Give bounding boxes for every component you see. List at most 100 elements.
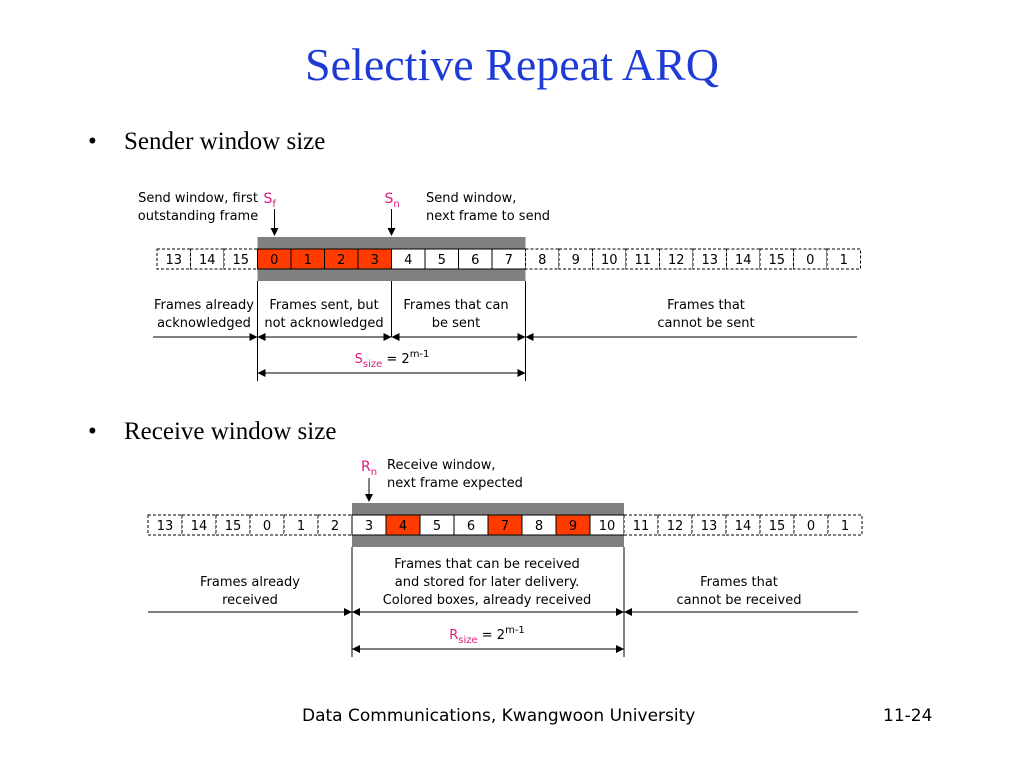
- sender-region-arrow-left-head: [391, 333, 400, 341]
- slide-title: Selective Repeat ARQ: [305, 39, 719, 90]
- receiver-frame-number: 2: [331, 519, 339, 534]
- sender-frame-number: 14: [199, 253, 216, 268]
- receiver-region-label: Frames that: [700, 575, 778, 590]
- sender-frame-number: 15: [232, 253, 249, 268]
- sender-frame-box: [525, 248, 560, 270]
- receiver-frame-number: 3: [365, 519, 373, 534]
- sender-frame-number: 9: [572, 253, 580, 268]
- receiver-region-arrow-left-head: [624, 608, 632, 616]
- sender-region-arrow-right-head: [249, 333, 258, 341]
- sender-region-label: acknowledged: [157, 316, 251, 331]
- sender-region-arrow-left-head: [525, 333, 534, 341]
- sn-description: Send window,: [426, 191, 516, 206]
- receiver-size-formula: Rsize = 2m-1: [449, 625, 525, 646]
- sender-frame-box: [826, 248, 861, 270]
- sender-frame-number: 6: [471, 253, 479, 268]
- sender-frame-number: 2: [337, 253, 345, 268]
- receiver-frame-number: 4: [399, 519, 407, 534]
- sender-frame-number: 0: [806, 253, 814, 268]
- receiver-frame-number: 13: [701, 519, 718, 534]
- receiver-frame-box: [317, 514, 353, 536]
- bullet-dot: •: [88, 418, 97, 445]
- receiver-frame-number: 1: [297, 519, 305, 534]
- sender-frame-box: [190, 248, 225, 270]
- sender-frame-number: 12: [668, 253, 685, 268]
- sender-region-label: Frames already: [154, 298, 254, 313]
- sender-frame-number: 10: [601, 253, 618, 268]
- receiver-frame-number: 7: [501, 519, 509, 534]
- receiver-region-label: cannot be received: [677, 593, 802, 608]
- sender-region-label: cannot be sent: [657, 316, 754, 331]
- sender-region-label: Frames sent, but: [269, 298, 378, 313]
- sender-region-label: not acknowledged: [264, 316, 383, 331]
- receiver-frame-number: 1: [841, 519, 849, 534]
- receiver-region-label: Frames that can be received: [394, 557, 580, 572]
- sender-size-formula: Ssize = 2m-1: [355, 349, 430, 370]
- sender-frame-number: 11: [634, 253, 651, 268]
- bullet-dot: •: [88, 128, 97, 155]
- footer-page-number: 11-24: [883, 706, 933, 726]
- sender-region-arrow-right-head: [383, 333, 392, 341]
- receiver-region-label: Colored boxes, already received: [383, 593, 592, 608]
- receiver-frame-box: [181, 514, 217, 536]
- sender-frame-number: 0: [270, 253, 278, 268]
- receiver-frame-box: [147, 514, 183, 536]
- receiver-frame-box: [215, 514, 251, 536]
- receiver-frame-box: [249, 514, 285, 536]
- receiver-frame-number: 12: [667, 519, 684, 534]
- sender-region-label: Frames that can: [403, 298, 508, 313]
- receiver-frame-number: 15: [769, 519, 786, 534]
- sender-frame-number: 7: [505, 253, 513, 268]
- sender-size-arrow-left-head: [257, 369, 266, 377]
- receiver-frame-box: [793, 514, 829, 536]
- receiver-frame-number: 14: [735, 519, 752, 534]
- sender-frame-box: [592, 248, 627, 270]
- sender-frame-number: 5: [438, 253, 446, 268]
- sender-region-arrow-left-head: [257, 333, 266, 341]
- sender-frame-number: 15: [768, 253, 785, 268]
- footer-text: Data Communications, Kwangwoon Universit…: [302, 706, 696, 726]
- receiver-region-label: and stored for later delivery.: [395, 575, 580, 590]
- sender-frame-box: [726, 248, 761, 270]
- receiver-frame-number: 13: [157, 519, 174, 534]
- sender-frame-box: [156, 248, 191, 270]
- sender-region-label: Frames that: [667, 298, 745, 313]
- sender-frame-box: [692, 248, 727, 270]
- sender-size-arrow-right-head: [517, 369, 526, 377]
- receiver-frame-box: [657, 514, 693, 536]
- receiver-region-arrow-right-head: [616, 608, 624, 616]
- receiver-frame-number: 14: [191, 519, 208, 534]
- sender-frame-box: [759, 248, 794, 270]
- receiver-frame-number: 8: [535, 519, 543, 534]
- receiver-size-arrow-left-head: [352, 645, 360, 653]
- receiver-frame-number: 0: [263, 519, 271, 534]
- sender-frame-box: [793, 248, 828, 270]
- receiver-frame-number: 5: [433, 519, 441, 534]
- sender-frame-box: [223, 248, 258, 270]
- sender-region-arrow-right-head: [517, 333, 526, 341]
- sn-arrow-head: [387, 228, 396, 236]
- sender-frame-box: [659, 248, 694, 270]
- sn-pointer-label: Sn: [385, 191, 400, 210]
- sender-frame-number: 13: [701, 253, 718, 268]
- sf-arrow-head: [270, 228, 279, 236]
- receiver-region-arrow-left-head: [352, 608, 360, 616]
- bullet-text: Sender window size: [124, 128, 326, 155]
- sender-frame-number: 14: [735, 253, 752, 268]
- receiver-frame-number: 10: [599, 519, 616, 534]
- receiver-frame-box: [827, 514, 863, 536]
- sf-pointer-label: Sf: [264, 191, 277, 210]
- sf-description: outstanding frame: [138, 209, 258, 224]
- receiver-frame-box: [691, 514, 727, 536]
- bullet-receiver: •Receive window size: [88, 418, 336, 446]
- receiver-frame-number: 0: [807, 519, 815, 534]
- rn-arrow-head: [365, 494, 373, 502]
- sender-frame-number: 13: [165, 253, 182, 268]
- rn-description: next frame expected: [387, 476, 523, 491]
- sender-frame-number: 3: [371, 253, 379, 268]
- sender-frame-box: [558, 248, 593, 270]
- receiver-frame-box: [283, 514, 319, 536]
